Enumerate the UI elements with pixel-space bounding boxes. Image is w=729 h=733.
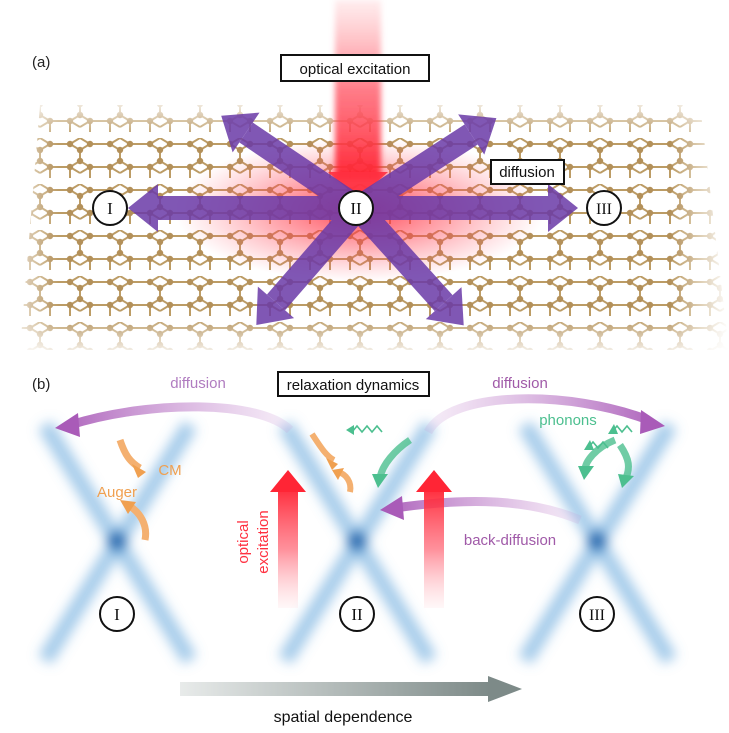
beam-arrowhead xyxy=(328,172,388,198)
svg-text:diffusion: diffusion xyxy=(499,164,555,181)
diffusion-box: diffusion xyxy=(490,159,565,185)
panel-b: (b) relaxation dynamics diffusion xyxy=(32,371,677,665)
region-marker-II-a: II xyxy=(338,190,374,226)
region-marker-I-b: I xyxy=(99,596,135,632)
region-marker-I-a: I xyxy=(92,190,128,226)
auger-arrowhead xyxy=(120,500,136,514)
dirac-cone-I xyxy=(38,420,197,665)
back-diffusion-label: back-diffusion xyxy=(464,532,556,549)
cm-arrowhead xyxy=(132,464,146,478)
diffusion-arc-right xyxy=(424,394,665,435)
optical-arrow-left xyxy=(270,470,306,608)
phonon-arrows-III xyxy=(578,424,634,488)
phonon-arrows-II xyxy=(346,424,413,488)
svg-text:III: III xyxy=(596,201,612,218)
optical-beam xyxy=(335,0,381,180)
region-marker-III-a: III xyxy=(586,190,622,226)
panel-a-label: (a) xyxy=(32,54,50,71)
optical-excitation-box: optical excitation xyxy=(280,54,430,82)
auger-arrowhead-II xyxy=(332,468,344,480)
svg-text:optical excitation: optical excitation xyxy=(300,61,411,78)
diffusion-arrows xyxy=(128,112,578,326)
svg-text:I: I xyxy=(114,605,120,624)
cm-arrowhead-II xyxy=(326,458,338,470)
phonons-label: phonons xyxy=(539,412,597,429)
region-marker-III-b: III xyxy=(579,596,615,632)
diffusion-label-right: diffusion xyxy=(492,375,548,392)
dirac-cone-III xyxy=(518,420,677,665)
svg-text:III: III xyxy=(589,607,605,624)
dirac-cone-II xyxy=(278,420,437,665)
spatial-dependence-arrow xyxy=(180,676,522,702)
auger-label: Auger xyxy=(97,484,137,501)
svg-text:II: II xyxy=(351,605,363,624)
diffusion-label-left: diffusion xyxy=(170,375,226,392)
svg-text:relaxation dynamics: relaxation dynamics xyxy=(287,377,420,394)
back-diffusion-arrow xyxy=(380,496,582,525)
svg-text:I: I xyxy=(107,199,113,218)
region-marker-II-b: II xyxy=(339,596,375,632)
relaxation-dynamics-box: relaxation dynamics xyxy=(277,371,430,397)
optical-label-line2: excitation xyxy=(255,510,272,573)
diffusion-arc-left xyxy=(55,402,294,437)
cm-label: CM xyxy=(158,462,181,479)
optical-label-line1: optical xyxy=(235,520,252,563)
panel-a: (a) xyxy=(0,0,729,355)
optical-arrow-right xyxy=(416,470,452,608)
panel-b-label: (b) xyxy=(32,376,50,393)
svg-text:II: II xyxy=(350,199,362,218)
spatial-dependence-label: spatial dependence xyxy=(274,709,413,726)
